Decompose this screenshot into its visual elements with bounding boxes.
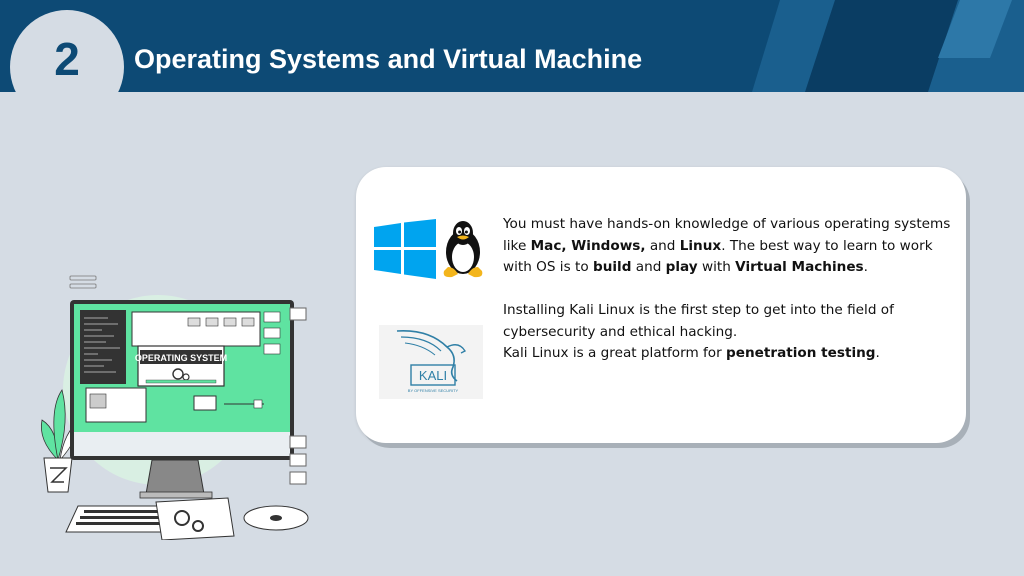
operating-system-label: OPERATING SYSTEM [135, 353, 227, 363]
gear-icon [182, 373, 190, 381]
bold-run: Virtual Machines [735, 259, 864, 275]
bold-run: build [592, 259, 632, 275]
linux-tux-icon [443, 221, 483, 278]
monitor: OPERATING SYSTEM [70, 300, 294, 460]
bold-run: Mac, Windows, [530, 237, 646, 254]
slide-number-badge [10, 10, 124, 124]
text-run: with [697, 259, 736, 275]
bold-run: play [665, 259, 698, 275]
text-run: You must have hands-on knowledge of vari… [503, 216, 951, 254]
text-run: and [631, 259, 666, 275]
kali-install-paragraph: Installing Kali Linux is the first step … [503, 302, 894, 340]
slide-number: 2 [54, 33, 80, 85]
gear-icon [172, 368, 184, 380]
text-run: . [863, 259, 868, 275]
kali-pentest-paragraph: Kali Linux is a great platform for penet… [503, 343, 958, 365]
kali-dragon-icon: KALI BY OFFENSIVE SECURITY [396, 330, 466, 393]
kali-linux-logo: KALI BY OFFENSIVE SECURITY [379, 325, 483, 399]
file-icons [289, 307, 307, 485]
body-text: You must have hands-on knowledge of vari… [503, 214, 958, 365]
text-run: . The best way to learn to work with OS … [503, 237, 933, 276]
kali-label: KALI [419, 368, 447, 383]
bold-run: penetration testing [726, 345, 876, 361]
document-gears-icon [155, 497, 235, 540]
text-run: Kali Linux is a great platform for [503, 345, 727, 361]
windows-logo-icon [374, 219, 436, 279]
paragraph-gap [503, 279, 958, 301]
header-background [0, 0, 1024, 92]
bold-run: Linux [679, 237, 722, 254]
computer-illustration: OPERATING SYSTEM [40, 275, 309, 540]
disc-icon [243, 505, 309, 531]
text-run: . [875, 345, 880, 361]
header-band [0, 0, 1024, 92]
os-knowledge-paragraph: You must have hands-on knowledge of vari… [503, 214, 958, 279]
monitor-stand [145, 459, 205, 495]
kali-sub-label: BY OFFENSIVE SECURITY [408, 388, 459, 393]
text-run: and [645, 237, 680, 254]
content-card: KALI BY OFFENSIVE SECURITY You must have… [356, 167, 966, 443]
slide-title: Operating Systems and Virtual Machine [134, 44, 643, 74]
